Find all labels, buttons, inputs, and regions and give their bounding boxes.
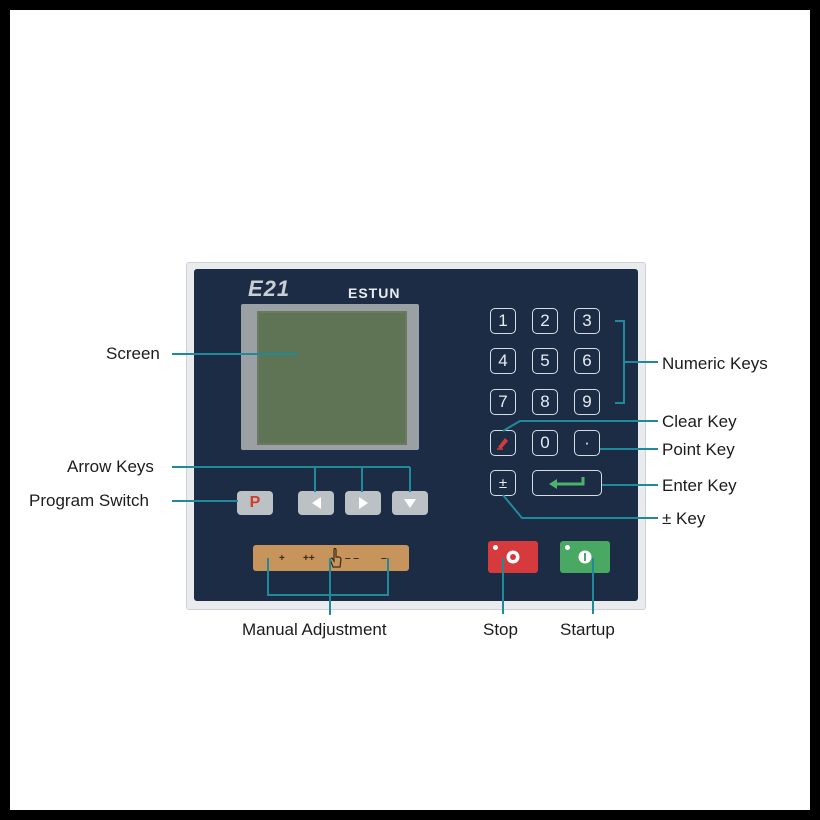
key-7[interactable]: 7 bbox=[490, 389, 516, 415]
plusminus-key-leader bbox=[502, 494, 658, 519]
label-startup: Startup bbox=[560, 620, 615, 639]
manual-minus: – bbox=[381, 553, 387, 564]
lcd-screen bbox=[257, 311, 407, 445]
label-clear-key: Clear Key bbox=[662, 412, 737, 431]
label-arrow-keys: Arrow Keys bbox=[67, 457, 154, 476]
key-5[interactable]: 5 bbox=[532, 348, 558, 374]
key-8[interactable]: 8 bbox=[532, 389, 558, 415]
clear-key-leader bbox=[502, 420, 658, 432]
manual-adjust-bracket bbox=[267, 558, 389, 596]
key-9[interactable]: 9 bbox=[574, 389, 600, 415]
label-enter-key: Enter Key bbox=[662, 476, 737, 495]
program-switch-key[interactable]: P bbox=[237, 491, 273, 515]
key-0[interactable]: 0 bbox=[532, 430, 558, 456]
startup-button[interactable] bbox=[560, 541, 610, 573]
label-point-key: Point Key bbox=[662, 440, 735, 459]
arrow-down-icon bbox=[404, 498, 416, 508]
program-key-label: P bbox=[249, 494, 261, 511]
plusminus-key[interactable]: ± bbox=[490, 470, 516, 496]
key-2[interactable]: 2 bbox=[532, 308, 558, 334]
stop-button[interactable] bbox=[488, 541, 538, 573]
startup-indicator bbox=[565, 545, 570, 550]
label-program-switch: Program Switch bbox=[29, 491, 149, 510]
key-1[interactable]: 1 bbox=[490, 308, 516, 334]
start-icon bbox=[578, 550, 592, 564]
eraser-icon bbox=[497, 438, 508, 450]
key-6[interactable]: 6 bbox=[574, 348, 600, 374]
diagram-canvas: E21 ESTUN 1 2 3 4 5 6 7 8 9 0 · ± P + + bbox=[10, 10, 810, 810]
key-3[interactable]: 3 bbox=[574, 308, 600, 334]
label-screen: Screen bbox=[106, 344, 160, 363]
enter-arrow-icon bbox=[549, 477, 585, 489]
stop-indicator bbox=[493, 545, 498, 550]
key-4[interactable]: 4 bbox=[490, 348, 516, 374]
manual-plus: + bbox=[279, 553, 285, 564]
arrow-right-icon bbox=[358, 497, 368, 509]
clear-key[interactable] bbox=[490, 430, 516, 456]
label-numeric-keys: Numeric Keys bbox=[662, 354, 768, 373]
arrow-down-key[interactable] bbox=[392, 491, 428, 515]
hand-icon bbox=[329, 547, 342, 568]
label-stop: Stop bbox=[483, 620, 518, 639]
model-logo: E21 bbox=[248, 276, 291, 301]
arrow-left-key[interactable] bbox=[298, 491, 334, 515]
stop-icon bbox=[506, 550, 520, 564]
manual-minusminus: – – bbox=[345, 553, 359, 564]
arrow-left-icon bbox=[311, 497, 321, 509]
arrow-right-key[interactable] bbox=[345, 491, 381, 515]
label-plusminus-key: ± Key bbox=[662, 509, 706, 528]
label-manual-adjustment: Manual Adjustment bbox=[242, 620, 387, 639]
manual-plusplus: ++ bbox=[303, 553, 315, 564]
numeric-keys-bracket bbox=[615, 320, 625, 404]
point-key[interactable]: · bbox=[574, 430, 600, 456]
brand-logo: ESTUN bbox=[348, 285, 401, 301]
leader-lines bbox=[172, 320, 658, 615]
enter-key[interactable] bbox=[532, 470, 602, 496]
